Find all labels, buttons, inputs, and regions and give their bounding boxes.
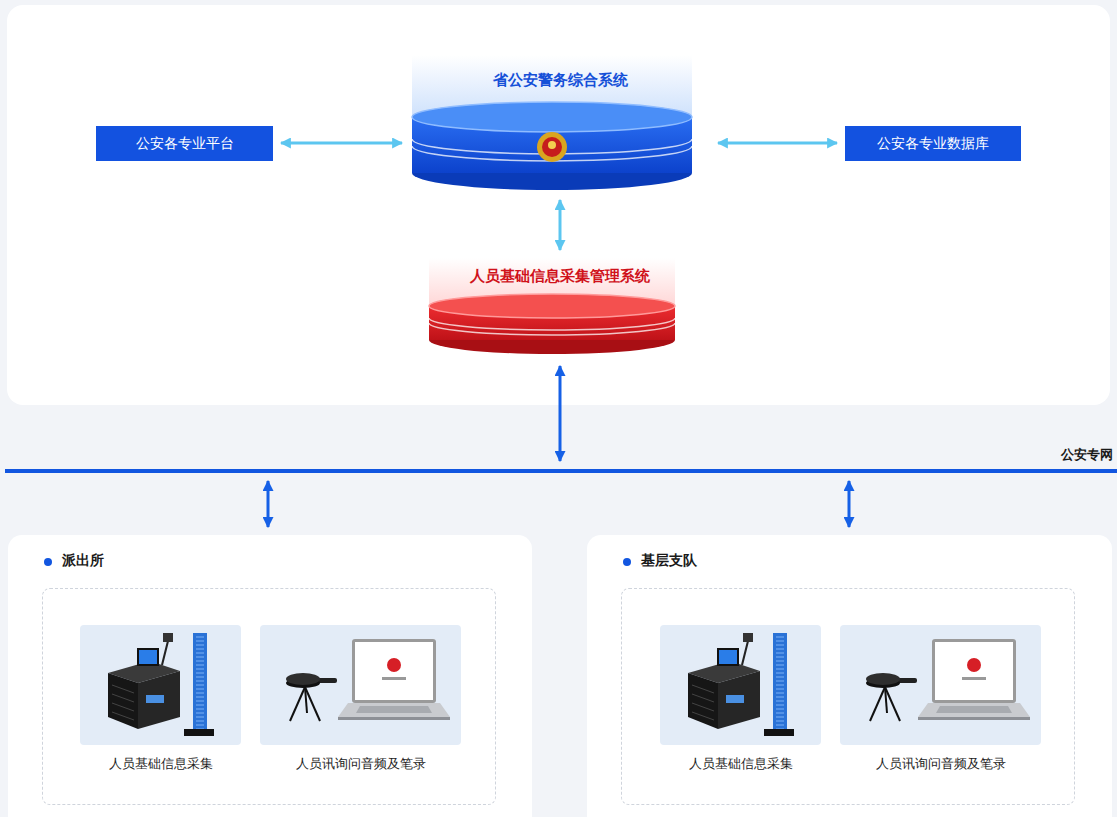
device-card: 人员讯询问音频及笔录 bbox=[260, 625, 461, 785]
system-box: 公安各专业数据库 bbox=[845, 126, 1021, 161]
connector-arrow bbox=[267, 481, 270, 527]
site-panel: 基层支队人员基础信息采集 人员讯询问音频及笔录 bbox=[587, 535, 1112, 817]
panel-heading: 基层支队 bbox=[621, 552, 697, 570]
network-bar: 公安专网 bbox=[5, 469, 1117, 473]
system-box: 公安各专业平台 bbox=[96, 126, 273, 161]
connector-arrow bbox=[718, 142, 837, 145]
database-cylinder: 人员基础信息采集管理系统 bbox=[427, 258, 693, 358]
connector-arrow bbox=[559, 200, 562, 250]
node-label: 人员基础信息采集 bbox=[689, 755, 793, 773]
node-label: 省公安警务综合系统 bbox=[410, 71, 710, 90]
node-label: 人员讯询问音频及笔录 bbox=[876, 755, 1006, 773]
node-label: 公安各专业平台 bbox=[136, 135, 234, 153]
network-label: 公安专网 bbox=[1061, 446, 1113, 464]
device-card: 人员讯询问音频及笔录 bbox=[840, 625, 1041, 785]
interview-illustration bbox=[840, 625, 1041, 745]
node-label: 人员讯询问音频及笔录 bbox=[296, 755, 426, 773]
device-card: 人员基础信息采集 bbox=[660, 625, 821, 785]
device-card: 人员基础信息采集 bbox=[80, 625, 241, 785]
node-label: 人员基础信息采集 bbox=[109, 755, 213, 773]
illustration-box bbox=[80, 625, 241, 745]
illustration-box bbox=[260, 625, 461, 745]
database-cylinder: 省公安警务综合系统 bbox=[410, 55, 710, 192]
site-panel: 派出所人员基础信息采集 人员讯询问音频及笔录 bbox=[8, 535, 532, 817]
illustration-box bbox=[660, 625, 821, 745]
bullet-dot bbox=[44, 558, 52, 566]
connector-arrow bbox=[559, 366, 562, 461]
node-label: 人员基础信息采集管理系统 bbox=[427, 267, 693, 286]
interview-illustration bbox=[260, 625, 461, 745]
illustration-box bbox=[840, 625, 1041, 745]
collector-illustration bbox=[660, 625, 821, 745]
node-label: 公安各专业数据库 bbox=[877, 135, 989, 153]
top-panel bbox=[7, 5, 1110, 405]
collector-illustration bbox=[80, 625, 241, 745]
connector-arrow bbox=[848, 481, 851, 527]
panel-heading: 派出所 bbox=[42, 552, 104, 570]
connector-arrow bbox=[281, 142, 402, 145]
bullet-dot bbox=[623, 558, 631, 566]
